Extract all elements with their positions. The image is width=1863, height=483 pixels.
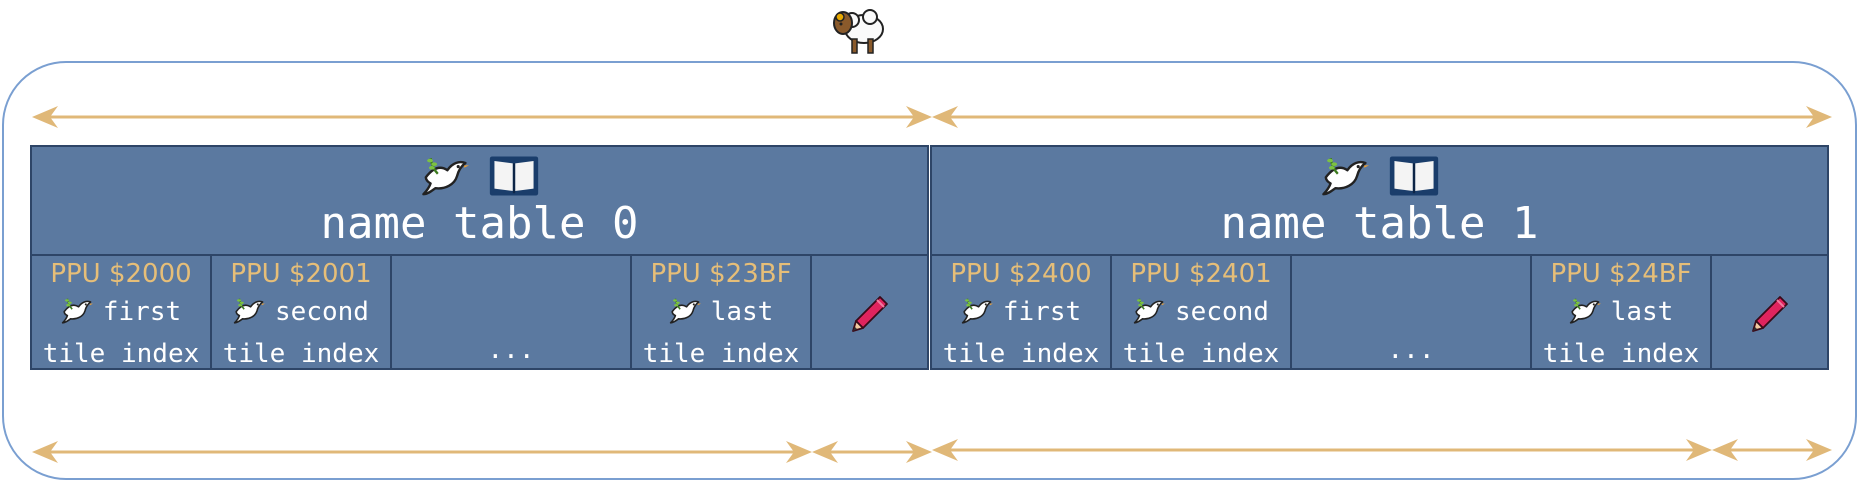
tile-sublabel: tile index (1122, 339, 1280, 368)
arrow-bottom-attr-0 (812, 441, 932, 463)
outer-frame (2, 61, 1857, 480)
name-table-header: name table 0 (32, 147, 927, 256)
tile-label: second (275, 297, 369, 327)
arrow-bottom-tiles-1 (932, 439, 1712, 461)
name-table-0: name table 0 PPU $2000 first tile index … (30, 145, 929, 370)
dove-icon (961, 294, 993, 326)
ppu-address: PPU $2000 (50, 259, 192, 289)
arrow-top-table-1 (932, 106, 1832, 128)
tile-cell-last: PPU $23BF last tile index (632, 256, 812, 368)
tile-cell-ellipsis: ... (392, 256, 632, 368)
tile-sublabel: tile index (642, 339, 800, 368)
attribute-cell (1712, 256, 1827, 368)
tile-cell-last: PPU $24BF last tile index (1532, 256, 1712, 368)
ppu-address: PPU $2400 (950, 259, 1092, 289)
ppu-address: PPU $2401 (1130, 259, 1272, 289)
tile-cell-ellipsis: ... (1292, 256, 1532, 368)
arrow-bottom-attr-1 (1712, 439, 1832, 461)
tile-label: last (710, 297, 774, 327)
ppu-address: PPU $24BF (1550, 259, 1692, 289)
ellipsis: ... (487, 335, 535, 365)
ppu-address: PPU $2001 (230, 259, 372, 289)
name-table-1: name table 1 PPU $2400 first tile index … (930, 145, 1829, 370)
book-icon (488, 153, 540, 199)
tile-sublabel: tile index (42, 339, 200, 368)
name-table-title: name table 0 (320, 198, 639, 249)
name-table-header: name table 1 (932, 147, 1827, 256)
dove-icon (1569, 294, 1601, 326)
tile-cell-first: PPU $2400 first tile index (932, 256, 1112, 368)
sheep-icon (830, 5, 886, 55)
tile-label: last (1610, 297, 1674, 327)
tile-sublabel: tile index (1542, 339, 1700, 368)
tile-label: second (1175, 297, 1269, 327)
dove-icon (1321, 151, 1369, 199)
tile-cell-second: PPU $2001 second tile index (212, 256, 392, 368)
pencil-icon (1750, 294, 1790, 334)
dove-icon (669, 294, 701, 326)
book-icon (1388, 153, 1440, 199)
dove-icon (233, 294, 265, 326)
tile-sublabel: tile index (222, 339, 380, 368)
tile-sublabel: tile index (942, 339, 1100, 368)
pencil-icon (850, 294, 890, 334)
attribute-cell (812, 256, 927, 368)
ppu-address: PPU $23BF (650, 259, 792, 289)
tile-cell-first: PPU $2000 first tile index (32, 256, 212, 368)
tile-cell-second: PPU $2401 second tile index (1112, 256, 1292, 368)
name-table-title: name table 1 (1220, 198, 1539, 249)
dove-icon (1133, 294, 1165, 326)
tile-label: first (102, 297, 182, 327)
arrow-bottom-tiles-0 (32, 441, 812, 463)
arrow-top-table-0 (32, 106, 932, 128)
dove-icon (61, 294, 93, 326)
dove-icon (421, 151, 469, 199)
tile-label: first (1002, 297, 1082, 327)
ellipsis: ... (1387, 335, 1435, 365)
